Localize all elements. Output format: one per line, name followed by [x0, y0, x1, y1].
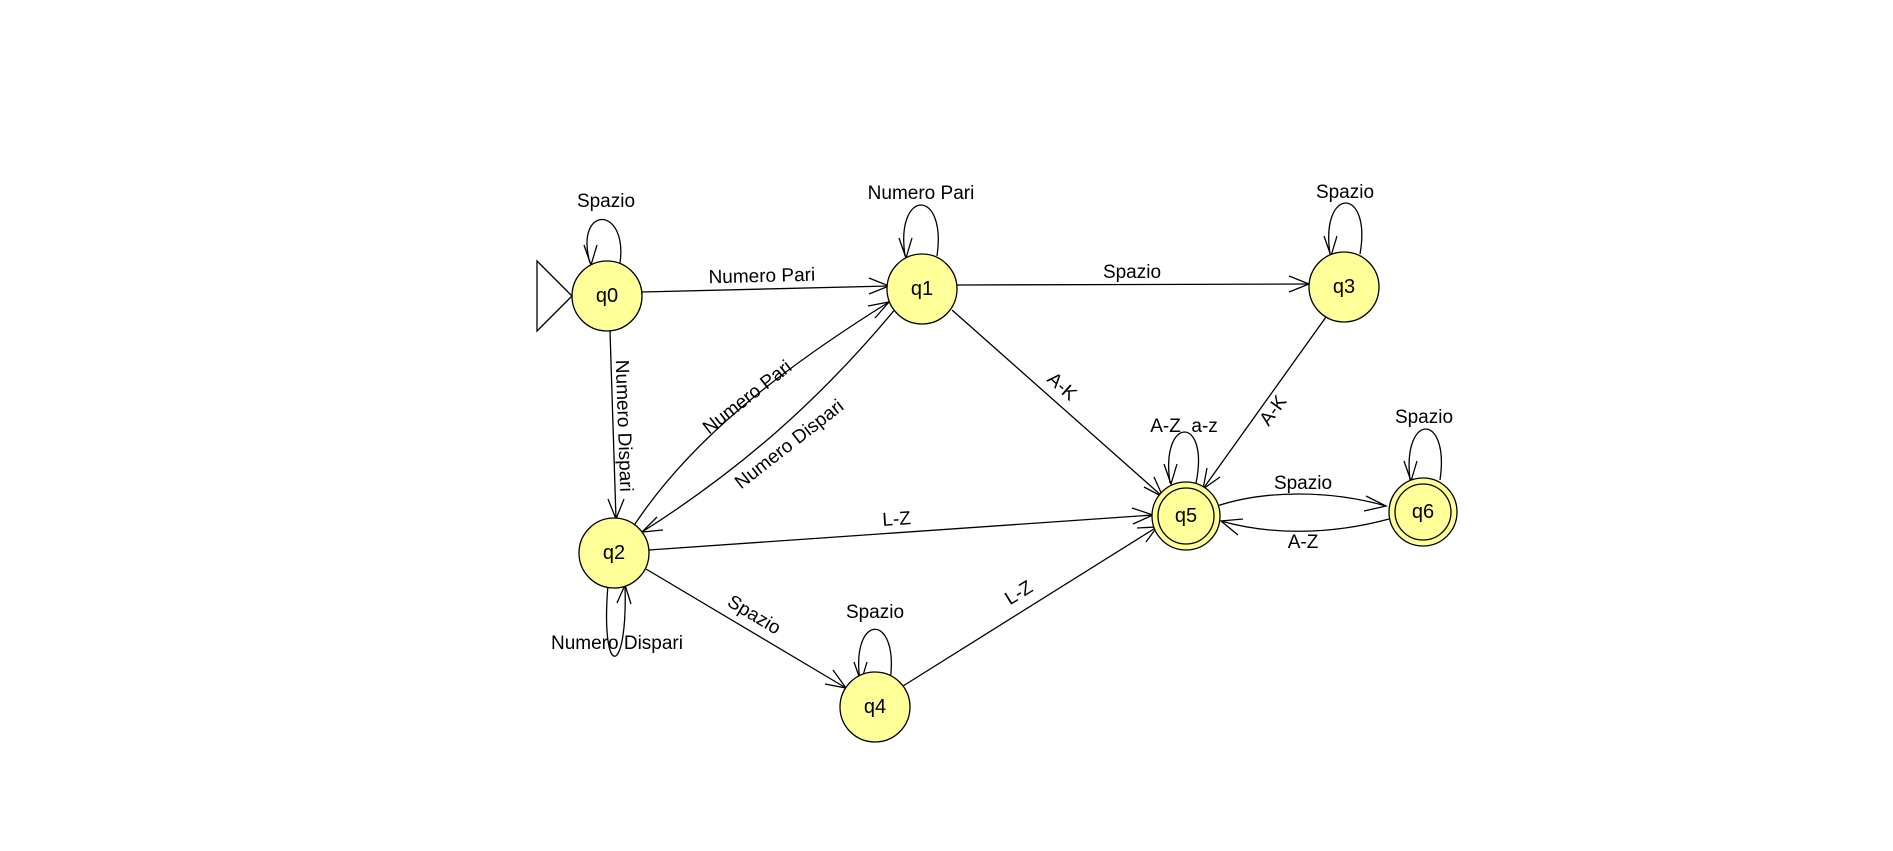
- transition-label: Numero Dispari: [731, 396, 848, 494]
- transition-q2-q1: Numero Pari: [632, 301, 891, 528]
- state-label: q6: [1412, 501, 1434, 523]
- state-circle: [886, 253, 958, 325]
- state-q4[interactable]: q4: [839, 671, 911, 743]
- state-label: q5: [1175, 505, 1197, 527]
- state-circle: [571, 260, 643, 332]
- transition-q2-q2: Numero Dispari: [551, 583, 683, 657]
- transition-q0-q0: Spazio: [577, 191, 635, 268]
- transition-q1-q1: Numero Pari: [868, 183, 975, 261]
- transition-label: Numero Pari: [868, 183, 975, 204]
- transition-label: Spazio: [577, 191, 635, 212]
- transition-label: Spazio: [1103, 262, 1161, 283]
- transition-q1-q2: Numero Dispari: [640, 306, 898, 533]
- transition-label: Spazio: [724, 591, 785, 639]
- accepting-ring: [1394, 483, 1452, 541]
- transition-q5-q5: A-Z a-z: [1150, 416, 1218, 487]
- transitions: Spazio Numero Pari Numero Dispari Numero…: [551, 182, 1453, 689]
- transition-label: L-Z: [882, 508, 912, 531]
- transition-label: Spazio: [846, 602, 904, 623]
- transition-label: Numero Dispari: [611, 359, 637, 492]
- state-circle: [1388, 477, 1458, 547]
- transition-q6-q6: Spazio: [1395, 407, 1453, 484]
- transition-q4-q5: L-Z: [902, 526, 1159, 687]
- transition-q5-q6: Spazio: [1216, 473, 1388, 512]
- transition-label: A-K: [1256, 392, 1292, 430]
- state-label: q3: [1333, 276, 1355, 298]
- transition-label: Numero Pari: [708, 265, 815, 289]
- state-label: q0: [596, 285, 618, 307]
- state-label: q1: [911, 278, 933, 300]
- transition-q1-q5: A-K: [951, 309, 1165, 499]
- transition-q0-q1: Numero Pari: [641, 265, 891, 295]
- transition-q3-q3: Spazio: [1316, 182, 1374, 259]
- state-circle: [1151, 481, 1221, 551]
- transition-label: Numero Dispari: [551, 633, 683, 654]
- state-label: q2: [603, 542, 625, 564]
- states: q0 q1 q2 q3 q4 q5 q6: [571, 251, 1458, 743]
- transition-q2-q5: L-Z: [648, 507, 1155, 551]
- state-q6[interactable]: q6: [1388, 477, 1458, 547]
- transition-q0-q2: Numero Dispari: [607, 330, 637, 521]
- transition-q1-q3: Spazio: [956, 262, 1311, 293]
- transition-q4-q4: Spazio: [846, 602, 904, 685]
- transition-label: Spazio: [1274, 473, 1332, 494]
- transition-q3-q5: A-K: [1202, 316, 1327, 491]
- state-q1[interactable]: q1: [886, 253, 958, 325]
- transition-q6-q5: A-Z: [1219, 518, 1390, 553]
- state-q5[interactable]: q5: [1151, 481, 1221, 551]
- transition-label: A-K: [1043, 369, 1081, 406]
- accepting-ring: [1157, 487, 1215, 545]
- state-circle: [578, 517, 650, 589]
- state-q0[interactable]: q0: [571, 260, 643, 332]
- state-circle: [1308, 251, 1380, 323]
- state-label: q4: [864, 696, 886, 718]
- transition-label: Spazio: [1316, 182, 1374, 203]
- transition-label: A-Z a-z: [1150, 416, 1218, 437]
- transition-q2-q4: Spazio: [645, 568, 848, 689]
- start-marker: [536, 259, 573, 333]
- transition-label: Numero Pari: [699, 357, 796, 439]
- state-q2[interactable]: q2: [578, 517, 650, 589]
- transition-label: A-Z: [1288, 532, 1319, 553]
- state-circle: [839, 671, 911, 743]
- transition-label: Spazio: [1395, 407, 1453, 428]
- state-q3[interactable]: q3: [1308, 251, 1380, 323]
